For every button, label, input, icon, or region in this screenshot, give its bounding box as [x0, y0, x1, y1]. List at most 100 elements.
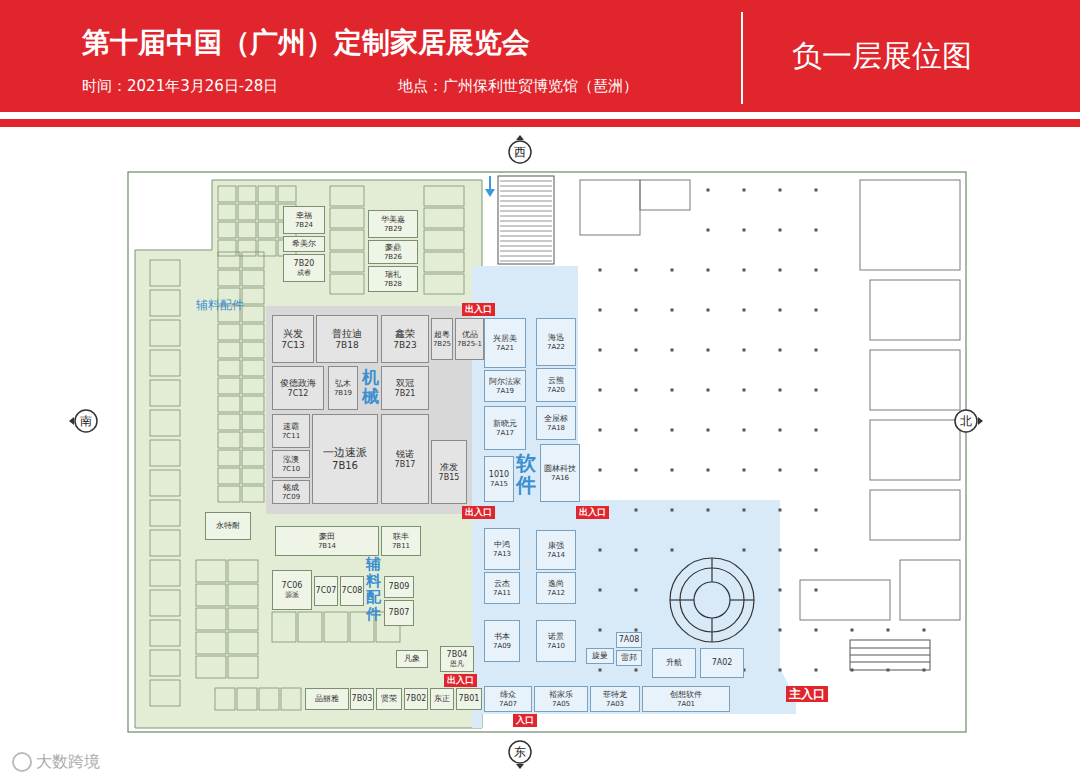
booth-box: 双冠7B21	[381, 366, 429, 410]
column-dot	[635, 549, 638, 552]
booth-box: 瑞礼7B28	[368, 266, 418, 292]
booth-name: 一边速派	[323, 447, 367, 460]
compass-label: 南	[80, 414, 92, 428]
side-room	[150, 350, 180, 376]
stair-steps	[500, 181, 552, 261]
booth-code: 7A05	[552, 700, 570, 708]
column-dot	[815, 509, 818, 512]
compass-pointers	[69, 135, 983, 769]
stair-step	[500, 211, 552, 212]
booth-cell	[330, 252, 364, 272]
machinery-zone	[266, 306, 472, 514]
booth-code: 7B18	[335, 340, 358, 350]
booth-box: 裕家乐7A05	[534, 686, 588, 712]
software-zone	[472, 266, 796, 728]
booth-cell	[218, 486, 240, 502]
booth-code: 7A22	[547, 343, 565, 351]
booth-cell	[259, 688, 279, 710]
side-room	[150, 650, 180, 676]
booth-box: 缔众7A07	[484, 686, 532, 712]
booth-name: 裕家乐	[549, 690, 573, 699]
booth-name: 7A08	[619, 635, 640, 644]
booth-box: 7B04恩凡	[440, 646, 474, 672]
column-dot	[599, 469, 602, 472]
venue-text: 地点：广州保利世贸博览馆（琶洲）	[398, 77, 638, 95]
entry-arrow	[485, 176, 495, 197]
booth-name: 康强	[548, 541, 564, 550]
booth-box: 希美尔	[283, 236, 325, 252]
zone-name: 机械	[362, 368, 379, 405]
column-dot	[815, 669, 818, 672]
booth-cell	[218, 186, 236, 202]
booth-cell	[228, 632, 258, 654]
booth-box: 普拉迪7B18	[316, 315, 378, 363]
booth-name: 全屋标	[544, 414, 568, 423]
booth-box: 云杰7A11	[484, 572, 520, 604]
column-dot	[599, 429, 602, 432]
booth-name: 晶丽雅	[315, 694, 339, 703]
booth-code: 7C12	[288, 389, 309, 398]
booth-code: 7A10	[547, 642, 565, 650]
booth-code: 7A12	[547, 589, 565, 597]
header-divider	[741, 12, 743, 104]
booth-cell	[242, 342, 264, 358]
booth-code: 7B21	[395, 389, 416, 398]
stair-step	[500, 246, 552, 247]
stair-step	[500, 241, 552, 242]
column-dot	[779, 349, 782, 352]
column-dot	[779, 309, 782, 312]
header-band	[0, 0, 1080, 112]
booth-box: 诺景7A10	[536, 620, 576, 662]
booth-box: 兴居美7A21	[484, 318, 526, 368]
column-dot	[779, 389, 782, 392]
booth-code: 7B17	[395, 460, 416, 469]
column-dot	[671, 469, 674, 472]
column-dot	[707, 389, 710, 392]
column-dot	[815, 549, 818, 552]
column-dot	[815, 349, 818, 352]
booth-cell	[228, 560, 258, 582]
booth-cell	[424, 208, 464, 228]
column-dot	[707, 349, 710, 352]
booth-cell	[228, 608, 258, 630]
booth-name: 华美嘉	[381, 215, 405, 224]
column-dot	[635, 349, 638, 352]
booth-code: 成睿	[297, 269, 311, 277]
booth-name: 7C08	[342, 586, 363, 595]
column-dot	[815, 309, 818, 312]
booth-cell	[424, 274, 464, 294]
booth-code: 7B28	[384, 280, 402, 288]
column-dot	[779, 229, 782, 232]
column-dot	[635, 589, 638, 592]
column-dot	[671, 389, 674, 392]
booth-box: 联丰7B11	[381, 526, 421, 556]
booth-cell	[424, 252, 464, 272]
column-dot	[743, 429, 746, 432]
booth-cell	[242, 324, 264, 340]
booth-code: 7A15	[490, 480, 508, 488]
column-dot	[779, 429, 782, 432]
booth-cell	[242, 432, 264, 448]
booth-cell	[330, 274, 364, 294]
small-booths	[150, 186, 464, 710]
booth-box: 永特耐	[205, 512, 251, 540]
booth-box: 康强7A14	[536, 530, 576, 570]
booth-cell	[242, 288, 264, 304]
columns	[599, 189, 926, 672]
column-dot	[671, 309, 674, 312]
booth-box: 东正	[430, 688, 454, 710]
booth-cell	[258, 222, 276, 238]
booth-name: 优品	[462, 330, 478, 339]
booth-name: 凡象	[404, 654, 420, 663]
booth-name: 新晓元	[493, 419, 517, 428]
column-dot	[815, 589, 818, 592]
booth-name: 7B20	[294, 259, 315, 268]
booth-box: 阿尔法家7A19	[484, 370, 526, 402]
booth-box: 弘木7B19	[328, 366, 358, 410]
booth-cell	[242, 414, 264, 430]
staircase	[498, 176, 554, 264]
booth-box: 7B07	[384, 600, 414, 626]
column-dot	[671, 349, 674, 352]
column-dot	[923, 669, 926, 672]
